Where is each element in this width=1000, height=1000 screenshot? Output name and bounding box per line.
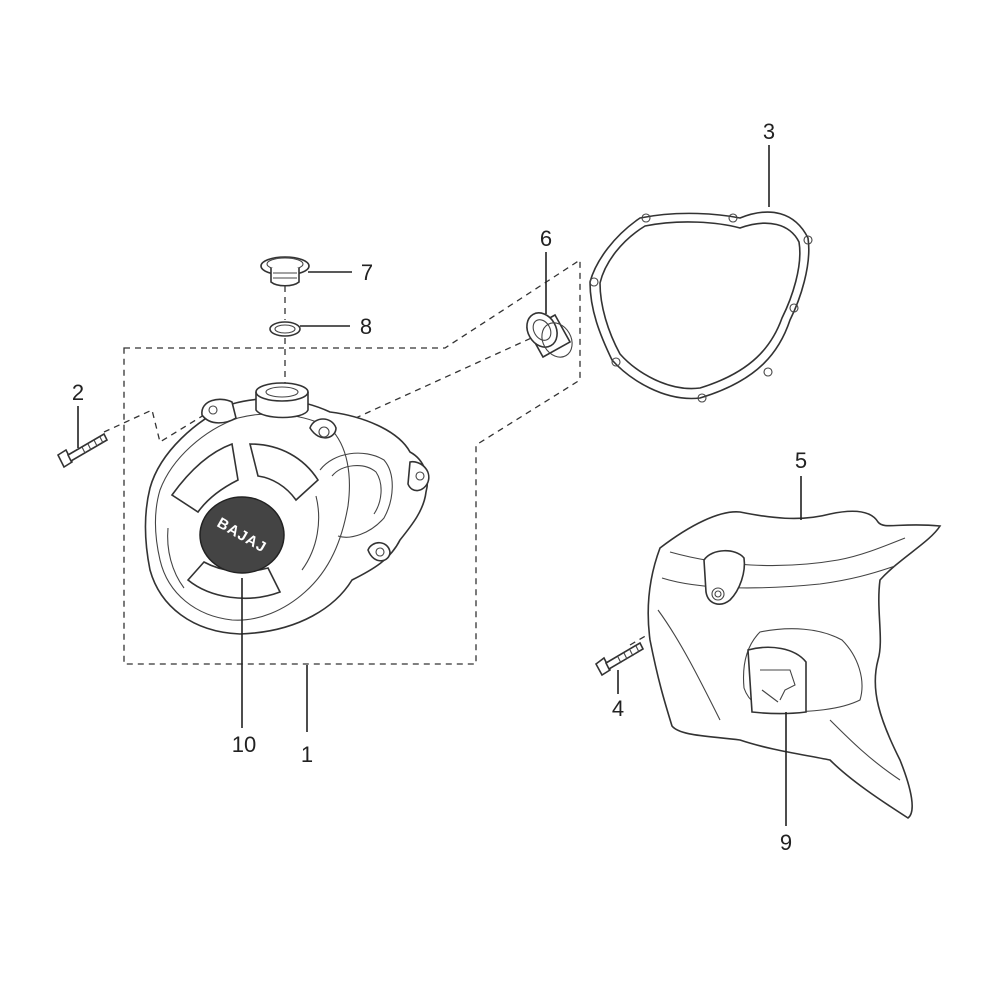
callout-9: 9 <box>780 830 792 855</box>
callout-10: 10 <box>232 732 256 757</box>
callout-5: 5 <box>795 448 807 473</box>
callout-8: 8 <box>360 314 372 339</box>
callout-2: 2 <box>72 380 84 405</box>
guide-bolt-4 <box>629 593 719 646</box>
bolt-2 <box>56 432 109 469</box>
callout-4: 4 <box>612 696 624 721</box>
logo-badge <box>199 496 285 574</box>
o-ring <box>269 321 301 337</box>
callout-1: 1 <box>301 742 313 767</box>
callout-6: 6 <box>540 226 552 251</box>
callout-3: 3 <box>763 119 775 144</box>
side-cover <box>647 510 942 819</box>
plug <box>260 256 310 287</box>
cover: BAJAJ <box>144 382 430 635</box>
gasket <box>589 211 813 403</box>
bearing <box>526 312 573 359</box>
assembly-boundary <box>123 258 581 665</box>
guide-bolt-2 <box>103 409 213 444</box>
callout-7: 7 <box>361 260 373 285</box>
bolt-4 <box>594 641 645 677</box>
